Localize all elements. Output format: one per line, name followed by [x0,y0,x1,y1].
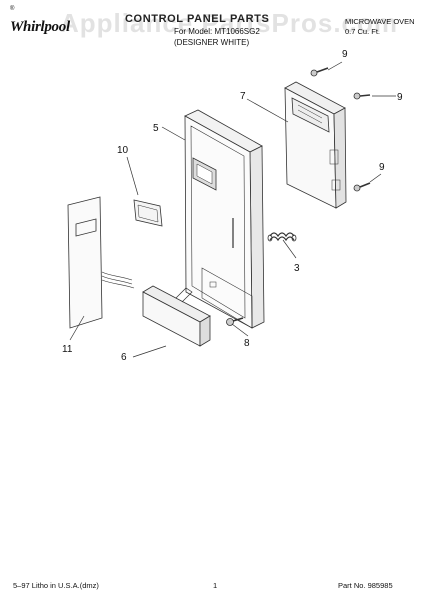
part-3-spring [267,232,297,242]
part-number: Part No. 985985 [338,581,393,590]
page-number: 1 [213,581,218,590]
part-5-panel-frame [184,109,265,329]
page-title: CONTROL PANEL PARTS [125,13,270,25]
callout-3: 3 [294,263,300,274]
model-line: For Model: MT1066SG2 [174,27,260,36]
leader-lines [69,61,396,358]
callout-9-top: 9 [342,49,348,60]
part-7-control-board [284,81,347,209]
product-capacity: 0.7 Cu. Ft. [345,27,381,36]
design-line: (DESIGNER WHITE) [174,38,250,47]
callout-9-right: 9 [397,92,403,103]
callout-11: 11 [62,344,73,355]
callout-8: 8 [244,338,250,349]
watermark: Appliance PartsPros.com [60,8,398,38]
callout-labels: 9 7 9 5 10 9 3 11 6 8 [62,49,403,363]
part-6-door-button [142,285,211,347]
registered-mark: ® [10,6,15,12]
print-info: 5–97 Litho in U.S.A.(dmz) [13,581,99,590]
callout-10: 10 [117,145,129,156]
part-9-screw-right [353,92,371,100]
callout-9-lower: 9 [379,162,385,173]
part-10-window [133,199,163,227]
callout-6: 6 [121,352,127,363]
part-8-screw [226,317,244,326]
part-9-screw-top [310,67,329,77]
part-11-panel-overlay [67,196,135,329]
part-9-screw-lower [353,182,371,192]
callout-5: 5 [153,123,159,134]
callout-7: 7 [240,91,246,102]
product-name: MICROWAVE OVEN [345,17,415,26]
brand-logo: Whirlpool [10,19,70,35]
